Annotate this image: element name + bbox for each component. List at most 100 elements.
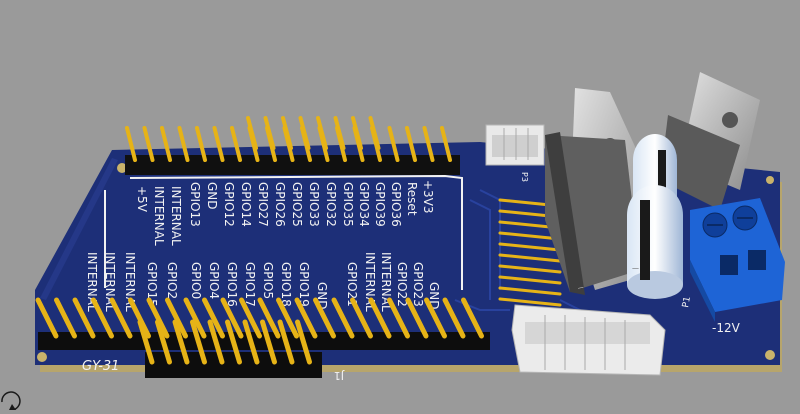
bottom-header-pin bbox=[461, 297, 484, 339]
label-internal-top-2: INTERNAL bbox=[152, 186, 166, 246]
bottom-header-pin bbox=[276, 297, 299, 339]
top-header-pin bbox=[125, 126, 137, 162]
connector-p3[interactable]: P3 bbox=[485, 124, 545, 182]
top-header-pin bbox=[405, 126, 417, 162]
bottom-header-pin bbox=[165, 297, 188, 339]
pin-header-top[interactable] bbox=[125, 116, 460, 175]
bottom-header-pin-front bbox=[207, 319, 225, 365]
voltage-regulator-small bbox=[660, 72, 760, 210]
top-header-pin-back bbox=[368, 116, 381, 150]
bottom-header-pin-front bbox=[277, 319, 295, 365]
connector-white-bottom[interactable] bbox=[511, 304, 666, 376]
bottom-header-pin bbox=[313, 297, 336, 339]
label-internal-b3: INTERNAL bbox=[123, 252, 137, 312]
connector-p3-label: P3 bbox=[520, 172, 529, 182]
top-header-pin-back bbox=[263, 116, 276, 150]
silkscreen-bottom-labels: GND GPIO23 GPIO22 INTERNAL INTERNAL GPIO… bbox=[85, 252, 441, 312]
label-gpio5: GPIO5 bbox=[261, 262, 275, 299]
bottom-header-pin-front bbox=[225, 319, 242, 365]
bottom-header-pin bbox=[202, 297, 225, 339]
label-internal-b2: INTERNAL bbox=[363, 252, 377, 312]
label-internal-top-1: INTERNAL bbox=[169, 186, 183, 246]
bottom-header-pin-front bbox=[295, 319, 312, 365]
bottom-header-pin bbox=[387, 297, 410, 339]
bottom-header-pin bbox=[442, 297, 466, 339]
bottom-header-pin-front bbox=[155, 319, 172, 365]
pin-header-bottom[interactable] bbox=[35, 297, 490, 378]
label-gpio14: GPIO14 bbox=[239, 182, 253, 227]
label-gpio13: GPIO13 bbox=[188, 182, 202, 227]
label-gpio19: GPIO19 bbox=[297, 262, 311, 307]
bottom-header-pin bbox=[220, 297, 244, 339]
mid-pin bbox=[498, 231, 562, 241]
label-internal-b4: INTERNAL bbox=[103, 252, 117, 312]
top-header-pin-back bbox=[351, 116, 363, 150]
mid-pin-row bbox=[498, 198, 562, 307]
bottom-header-pin-front bbox=[172, 319, 190, 365]
label-gnd-top: GND bbox=[205, 182, 219, 210]
mid-pin bbox=[498, 286, 562, 296]
silkscreen-frame bbox=[104, 174, 463, 290]
bottom-header-pin bbox=[368, 297, 392, 339]
bottom-header-pin bbox=[239, 297, 262, 339]
top-header-pin bbox=[440, 126, 452, 162]
capacitor-label: — bbox=[632, 264, 639, 272]
top-header-pin bbox=[387, 126, 400, 162]
label-gpio23: GPIO23 bbox=[411, 262, 425, 307]
label-gpio36: GPIO36 bbox=[389, 182, 403, 227]
mid-pin bbox=[498, 253, 562, 263]
label-internal-b1: INTERNAL bbox=[379, 252, 393, 312]
bottom-header-pin-front bbox=[137, 319, 155, 365]
rotate-icon[interactable] bbox=[1, 391, 21, 411]
top-header-pin-back bbox=[246, 116, 258, 150]
label-gpio39: GPIO39 bbox=[373, 182, 387, 227]
bottom-header-pin bbox=[35, 297, 59, 339]
top-header-pin-back bbox=[281, 116, 293, 150]
top-header-pin bbox=[160, 126, 172, 162]
bottom-header-pin bbox=[54, 297, 77, 339]
bottom-header-pin bbox=[294, 297, 318, 339]
label-gpio16: GPIO16 bbox=[225, 262, 239, 307]
terminal-block-p1[interactable]: P1 bbox=[681, 198, 785, 322]
bottom-header-pin bbox=[72, 297, 96, 339]
header-label-j1: J1 bbox=[334, 369, 345, 382]
bottom-header-pin-front bbox=[190, 319, 207, 365]
label-gpio18: GPIO18 bbox=[279, 262, 293, 307]
label-5v: +5V bbox=[135, 186, 149, 213]
label-gpio21: GPIO21 bbox=[345, 262, 359, 307]
label-gpio34: GPIO34 bbox=[357, 182, 371, 227]
label-gpio15: GPIO15 bbox=[145, 262, 159, 307]
top-header-pin-back bbox=[316, 116, 328, 150]
top-header-pin bbox=[212, 126, 225, 162]
top-header-pin bbox=[422, 126, 435, 162]
label-gpio32: GPIO32 bbox=[324, 182, 338, 227]
label-gpio26: GPIO26 bbox=[273, 182, 287, 227]
bottom-header-pin bbox=[128, 297, 151, 339]
label-gpio12: GPIO12 bbox=[222, 182, 236, 227]
label-3v3: +3V3 bbox=[421, 180, 435, 214]
top-header-pin bbox=[195, 126, 207, 162]
bottom-header-pin bbox=[424, 297, 447, 339]
bottom-header-pin bbox=[109, 297, 133, 339]
label-gpio2: GPIO2 bbox=[165, 262, 179, 299]
mid-pin bbox=[498, 297, 562, 307]
silkscreen-top-labels: +3V3 Reset GPIO36 GPIO39 GPIO34 GPIO35 G… bbox=[135, 180, 435, 246]
bottom-header-pin-front bbox=[242, 319, 260, 365]
label-reset: Reset bbox=[405, 182, 419, 216]
label-gpio0: GPIO0 bbox=[189, 262, 203, 299]
bottom-header-pin bbox=[146, 297, 170, 339]
regulator-marking: — bbox=[577, 284, 584, 292]
mid-pin bbox=[498, 264, 562, 274]
label-gpio25: GPIO25 bbox=[290, 182, 304, 227]
bottom-header-pin bbox=[405, 297, 429, 339]
label-gpio27: GPIO27 bbox=[256, 182, 270, 227]
label-gpio35: GPIO35 bbox=[341, 182, 355, 227]
capacitor-lower: — bbox=[627, 185, 683, 299]
top-header-pin bbox=[142, 126, 155, 162]
bottom-header-pin-front bbox=[260, 319, 277, 365]
bottom-header-pin bbox=[257, 297, 281, 339]
label-internal-b5: INTERNAL bbox=[85, 252, 99, 312]
top-header-pin-back bbox=[333, 116, 346, 150]
label-gpio33: GPIO33 bbox=[307, 182, 321, 227]
